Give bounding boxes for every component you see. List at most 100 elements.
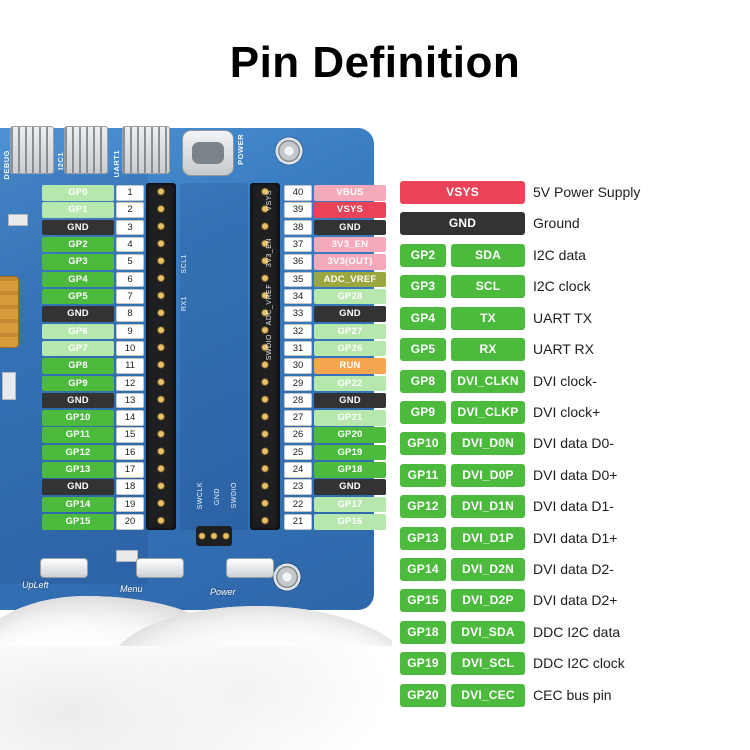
legend-badge: GP2 — [400, 243, 446, 267]
smd-component — [116, 550, 138, 562]
legend-description: UART RX — [533, 341, 594, 358]
page-title: Pin Definition — [229, 38, 521, 87]
pin-label: GP15 — [42, 514, 114, 530]
legend-description: I2C data — [533, 246, 586, 263]
pin-label: GP19 — [314, 444, 386, 461]
legend-badge: VSYS — [400, 181, 525, 204]
legend-description: DVI data D0- — [533, 435, 614, 452]
pin-number: 1 — [116, 185, 144, 201]
legend-badge: DVI_SCL — [451, 652, 525, 676]
pin-label: 3V3_EN — [314, 236, 386, 253]
tissue-texture — [0, 646, 392, 750]
usb-c-port — [182, 130, 234, 176]
legend-description: Ground — [533, 215, 580, 232]
usb-power-label: POWER — [236, 134, 245, 165]
smd-component — [8, 214, 28, 226]
pin-label: GP11 — [42, 427, 114, 443]
pin-number: 13 — [116, 392, 144, 409]
button-label-menu: Menu — [120, 584, 143, 594]
legend-badge: GP11 — [400, 463, 446, 487]
legend-badge: GP4 — [400, 306, 446, 330]
pin-label: GP20 — [314, 427, 386, 443]
pin-label: GP13 — [42, 462, 114, 478]
debug-connector — [10, 126, 54, 174]
pin-label: GP4 — [42, 271, 114, 288]
legend-badge: GP3 — [400, 275, 446, 299]
pin-label: GP21 — [314, 410, 386, 426]
pin-label: GND — [314, 219, 386, 236]
legend-badge: GP15 — [400, 589, 446, 613]
silkscreen-vsys: VSYS — [266, 190, 273, 211]
pin-label: VSYS — [314, 202, 386, 218]
pin-label: GP22 — [314, 375, 386, 392]
pin-number: 19 — [116, 496, 144, 513]
pin-number: 30 — [284, 358, 312, 374]
pin-number: 34 — [284, 288, 312, 305]
pin-number: 32 — [284, 323, 312, 340]
pin-label: GND — [42, 306, 114, 322]
legend-description: DVI data D1- — [533, 498, 614, 515]
pin-header-right — [250, 183, 280, 530]
connector-label-uart1: UART1 — [112, 150, 121, 178]
legend-badge: DVI_D1P — [451, 526, 525, 550]
legend-badge: GP5 — [400, 338, 446, 362]
pin-label: GP2 — [42, 236, 114, 253]
pin-number: 15 — [116, 427, 144, 443]
pin-label: GP27 — [314, 323, 386, 340]
pin-number: 18 — [116, 479, 144, 495]
silkscreen-rx1: RX1 — [181, 296, 188, 312]
pin-label: GND — [314, 392, 386, 409]
pin-label: GP6 — [42, 323, 114, 340]
legend-badge: GP9 — [400, 400, 446, 424]
legend-description: DVI clock+ — [533, 403, 601, 420]
pin-number: 17 — [116, 462, 144, 478]
pin-header-left — [146, 183, 176, 530]
legend-badge: GP20 — [400, 683, 446, 707]
legend-badge: DVI_D2N — [451, 558, 525, 582]
mounting-hole-bottom — [272, 562, 302, 592]
button-label-power: Power — [210, 587, 236, 597]
silkscreen-3v3-en: 3V3_EN — [266, 238, 273, 268]
pin-label: GP18 — [314, 462, 386, 478]
legend-description: UART TX — [533, 309, 593, 326]
legend-badge: GP18 — [400, 620, 446, 644]
pin-number: 37 — [284, 236, 312, 253]
pin-label: VBUS — [314, 185, 386, 201]
legend-description: I2C clock — [533, 278, 591, 295]
pin-label: GP10 — [42, 410, 114, 426]
pin-number: 29 — [284, 375, 312, 392]
pin-number: 22 — [284, 496, 312, 513]
mounting-hole-top — [274, 136, 304, 166]
pin-number: 36 — [284, 254, 312, 270]
pin-label: GND — [42, 479, 114, 495]
